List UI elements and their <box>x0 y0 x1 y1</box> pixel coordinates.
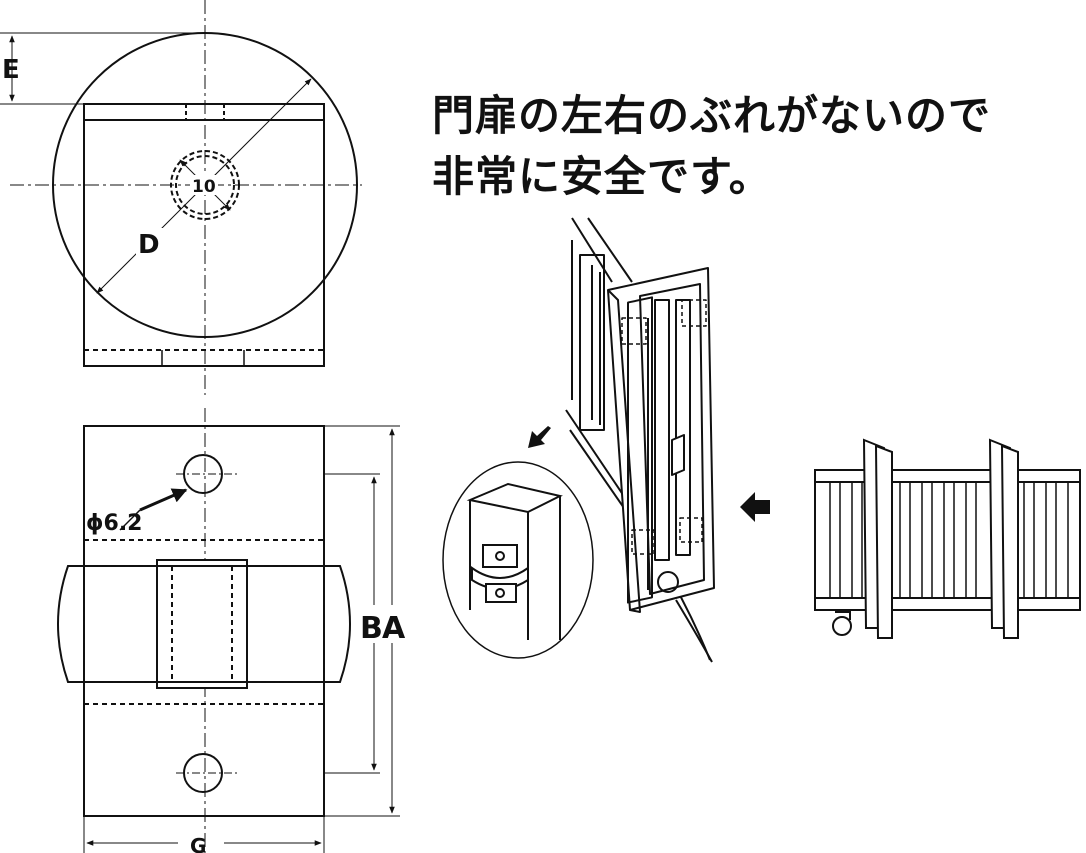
dimension-D-label: D <box>138 230 160 260</box>
top-view <box>0 0 362 395</box>
dimension-G-label: G <box>190 834 206 853</box>
gate-installation-view <box>565 217 715 663</box>
dimension-E-label: E <box>2 55 20 85</box>
bore-10-label: 10 <box>192 177 216 197</box>
fence-section <box>814 438 1081 639</box>
hole-diameter-arrow <box>139 488 188 512</box>
barrel-center-sleeve <box>156 559 248 689</box>
barrel-right-cap <box>324 565 351 683</box>
hinge-plate-top <box>83 103 325 367</box>
headline-line-1: 門扉の左右のぶれがないので <box>432 91 992 140</box>
hole-diameter-label: ϕ6.2 <box>86 511 143 536</box>
dimension-A-label: A <box>382 611 406 646</box>
front-view <box>57 408 400 853</box>
pointer-arrow-diagonal <box>528 426 551 448</box>
dimension-B-label: B <box>360 611 383 646</box>
headline-line-2: 非常に安全です。 <box>432 152 772 201</box>
pointer-arrow-left <box>740 492 770 522</box>
hinge-detail-zoom <box>442 461 594 659</box>
barrel-left-cap <box>57 565 84 683</box>
